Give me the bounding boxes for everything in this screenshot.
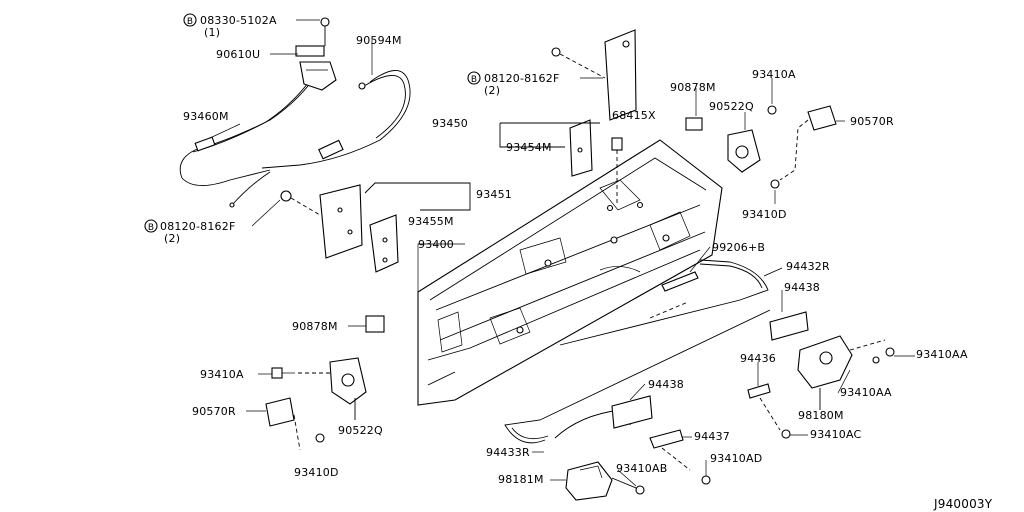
- label-94432r: 94432R: [786, 260, 830, 273]
- label-99206b: 99206+B: [712, 241, 765, 254]
- leader-lines: [209, 19, 915, 487]
- plate-94438-mid: [611, 395, 653, 429]
- bolt-93410ad: [701, 475, 711, 485]
- lock-90610u: [295, 17, 337, 91]
- striker-90570r-top: [770, 105, 837, 189]
- bolt-marker-b-2: B: [467, 71, 481, 85]
- label-93400: 93400: [418, 238, 454, 251]
- label-98180m: 98180M: [798, 409, 844, 422]
- label-90878m-top: 90878M: [670, 81, 716, 94]
- bolt-08120-left: [280, 190, 321, 216]
- label-93451: 93451: [476, 188, 512, 201]
- label-08120-8162f-left: 08120-8162F: [160, 220, 235, 233]
- label-93455m: 93455M: [408, 215, 454, 228]
- reference-code: J940003Y: [933, 497, 993, 511]
- label-08330-5102a: 08330-5102A: [200, 14, 277, 27]
- svg-text:B: B: [148, 223, 154, 233]
- plate-94438-top: [769, 311, 809, 341]
- label-90610u: 90610U: [216, 48, 260, 61]
- label-94438-mid: 94438: [648, 378, 684, 391]
- label-93410a-left: 93410A: [200, 368, 244, 381]
- bracket-93450: [551, 29, 637, 121]
- label-90570r-left: 90570R: [192, 405, 236, 418]
- label-08330-qty: (1): [204, 26, 220, 39]
- bolt-marker-b-3: B: [144, 219, 158, 233]
- latch-90522q-left: [298, 357, 367, 420]
- spring-94436: [747, 383, 791, 439]
- clip-68415x: [611, 137, 623, 205]
- rod-94432r: [559, 259, 769, 346]
- latch-90522q-top: [727, 105, 777, 173]
- label-94437: 94437: [694, 430, 730, 443]
- svg-text:B: B: [471, 75, 477, 85]
- svg-text:B: B: [187, 17, 193, 27]
- striker-90570r-left: [265, 397, 325, 451]
- label-93410d-left: 93410D: [294, 466, 339, 479]
- label-90878m-left: 90878M: [292, 320, 338, 333]
- label-98181m: 98181M: [498, 473, 544, 486]
- label-90522q-left: 90522Q: [338, 424, 383, 437]
- label-94438-top: 94438: [784, 281, 820, 294]
- bracket-93454m: [569, 119, 593, 177]
- label-93410aa-2: 93410AA: [840, 386, 892, 399]
- label-93410d-top: 93410D: [742, 208, 787, 221]
- grommet-90878m-left: [365, 315, 385, 333]
- label-90594m: 90594M: [356, 34, 402, 47]
- cable-90594m: [261, 70, 411, 169]
- latch-98181m: [565, 461, 645, 501]
- back-door-panel-93400: [417, 139, 723, 406]
- label-94433r: 94433R: [486, 446, 530, 459]
- label-08120-qty-left: (2): [164, 232, 180, 245]
- label-93410ad: 93410AD: [710, 452, 762, 465]
- label-93410aa-1: 93410AA: [916, 348, 968, 361]
- label-93410ac: 93410AC: [810, 428, 862, 441]
- label-90570r-top: 90570R: [850, 115, 894, 128]
- label-90522q-top: 90522Q: [709, 100, 754, 113]
- bracket-93451: [319, 184, 363, 259]
- label-93460m: 93460M: [183, 110, 229, 123]
- label-93450: 93450: [432, 117, 468, 130]
- cable-93460m: [179, 69, 321, 208]
- latch-98180m: [797, 335, 895, 410]
- grommet-90878m-top: [685, 117, 703, 131]
- bolt-93410a-left: [271, 367, 295, 379]
- label-93410a-top: 93410A: [752, 68, 796, 81]
- label-68415x: 68415X: [612, 109, 656, 122]
- label-08120-8162f-top: 08120-8162F: [484, 72, 559, 85]
- label-93410ab: 93410AB: [616, 462, 667, 475]
- clip-94437: [649, 429, 691, 471]
- bracket-93455m: [369, 214, 399, 273]
- label-94436: 94436: [740, 352, 776, 365]
- label-93454m: 93454M: [506, 141, 552, 154]
- label-08120-qty-top: (2): [484, 84, 500, 97]
- bolt-marker-b-1: B: [183, 13, 197, 27]
